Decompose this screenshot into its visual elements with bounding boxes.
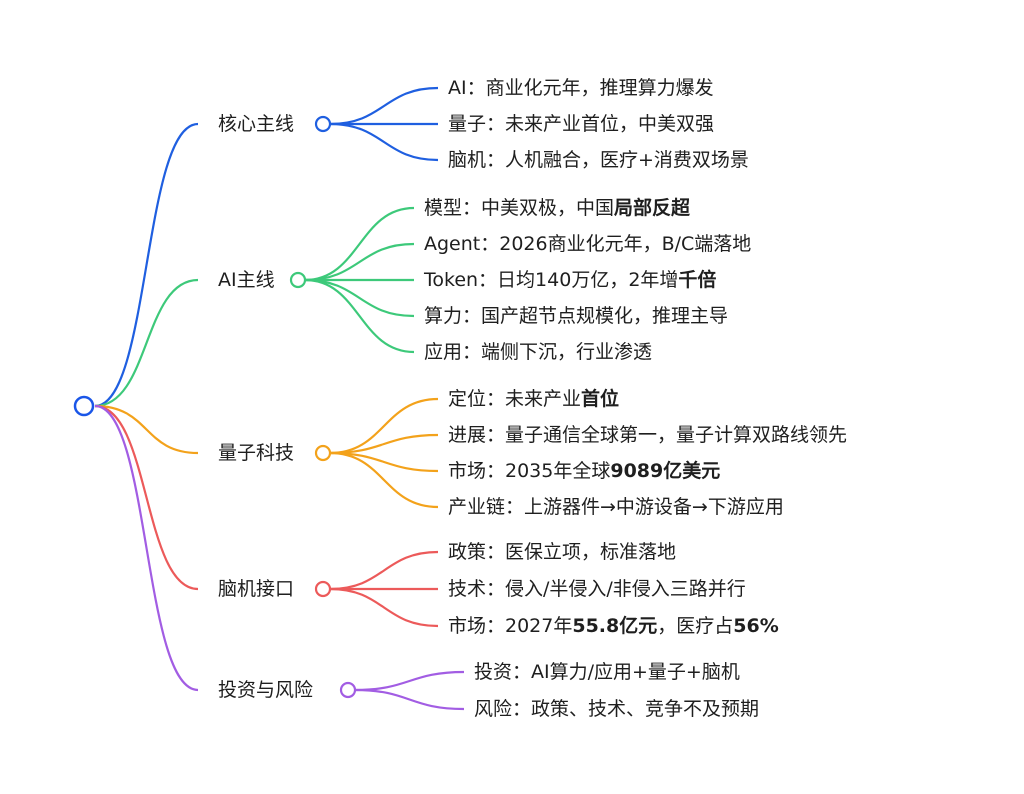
leaf-text-ai-0-1: 局部反超 [614, 197, 691, 219]
leaf-link-invest-0 [354, 670, 465, 692]
branch-label-ai: AI主线 [218, 269, 275, 291]
leaf-label-ai-2: Token：日均140万亿，2年增千倍 [424, 268, 716, 292]
branch-label-quantum: 量子科技 [218, 442, 295, 464]
branch-label-bci: 脑机接口 [218, 578, 295, 600]
leaf-text-quantum-0-0: 定位：未来产业 [448, 388, 582, 410]
trunk-link-quantum [94, 404, 199, 455]
leaf-text-invest-0-0: 投资：AI算力/应用+量子+脑机 [474, 661, 740, 683]
leaf-label-invest-1: 风险：政策、技术、竞争不及预期 [474, 697, 759, 721]
leaf-text-ai-0-0: 模型：中美双极，中国 [424, 197, 615, 219]
leaf-link-ai-1 [304, 242, 415, 282]
leaf-text-bci-2-1: 55.8亿元 [572, 615, 658, 637]
leaf-text-ai-2-1: 千倍 [678, 269, 717, 291]
leaf-label-core-0: AI：商业化元年，推理算力爆发 [448, 76, 714, 100]
leaf-text-bci-2-0: 市场：2027年 [448, 615, 573, 637]
leaf-text-bci-0-0: 政策：医保立项，标准落地 [448, 541, 677, 563]
leaf-label-bci-0: 政策：医保立项，标准落地 [448, 540, 676, 564]
leaf-label-quantum-3: 产业链：上游器件→中游设备→下游应用 [448, 495, 784, 519]
trunk-link-ai [94, 278, 199, 408]
leaf-text-core-0-0: AI：商业化元年，推理算力爆发 [448, 77, 714, 99]
branch-label-invest: 投资与风险 [218, 679, 314, 701]
trunk-link-bci [94, 404, 199, 591]
leaf-label-core-2: 脑机：人机融合，医疗+消费双场景 [448, 148, 749, 172]
leaf-label-quantum-1: 进展：量子通信全球第一，量子计算双路线领先 [448, 423, 847, 447]
leaf-label-core-1: 量子：未来产业首位，中美双强 [448, 112, 714, 136]
leaf-link-quantum-1 [329, 433, 439, 455]
leaf-text-quantum-3-0: 产业链：上游器件→中游设备→下游应用 [448, 496, 784, 518]
branch-node-ai[interactable] [289, 271, 307, 289]
branch-label-core: 核心主线 [218, 113, 295, 135]
leaf-text-ai-2-0: Token：日均140万亿，2年增 [424, 269, 679, 291]
leaf-label-ai-4: 应用：端侧下沉，行业渗透 [424, 340, 652, 364]
trunk-link-core [94, 122, 199, 408]
leaf-text-bci-1-0: 技术：侵入/半侵入/非侵入三路并行 [448, 578, 746, 600]
leaf-label-invest-0: 投资：AI算力/应用+量子+脑机 [474, 660, 740, 684]
leaf-text-bci-2-2: ，医疗占 [657, 615, 734, 637]
leaf-link-bci-2 [329, 587, 439, 628]
leaf-text-core-2-0: 脑机：人机融合，医疗+消费双场景 [448, 149, 749, 171]
branch-node-invest[interactable] [339, 681, 357, 699]
leaf-label-bci-2: 市场：2027年55.8亿元，医疗占56% [448, 614, 779, 638]
leaf-text-ai-4-0: 应用：端侧下沉，行业渗透 [424, 341, 653, 363]
leaf-label-ai-0: 模型：中美双极，中国局部反超 [424, 196, 690, 220]
branch-node-quantum[interactable] [314, 444, 332, 462]
leaf-link-ai-3 [304, 278, 415, 318]
leaf-link-quantum-2 [329, 451, 439, 473]
leaf-link-ai-4 [304, 278, 415, 354]
leaf-link-core-0 [329, 86, 439, 126]
leaf-link-bci-0 [329, 550, 439, 591]
leaf-label-quantum-0: 定位：未来产业首位 [448, 387, 619, 411]
leaf-text-ai-3-0: 算力：国产超节点规模化，推理主导 [424, 305, 729, 327]
leaf-text-bci-2-3: 56% [733, 615, 779, 637]
leaf-text-quantum-0-1: 首位 [581, 388, 620, 410]
branch-node-bci[interactable] [314, 580, 332, 598]
leaf-label-ai-1: Agent：2026商业化元年，B/C端落地 [424, 232, 751, 256]
leaf-label-bci-1: 技术：侵入/半侵入/非侵入三路并行 [448, 577, 746, 601]
leaf-link-invest-1 [354, 688, 465, 711]
branch-node-core[interactable] [314, 115, 332, 133]
leaf-link-core-2 [329, 122, 439, 162]
trunk-link-invest [94, 404, 199, 692]
leaf-text-ai-1-0: Agent：2026商业化元年，B/C端落地 [424, 233, 752, 255]
leaf-text-quantum-2-0: 市场：2035年全球 [448, 460, 611, 482]
leaf-label-quantum-2: 市场：2035年全球9089亿美元 [448, 459, 720, 483]
leaf-label-ai-3: 算力：国产超节点规模化，推理主导 [424, 304, 728, 328]
leaf-text-quantum-2-1: 9089亿美元 [610, 460, 721, 482]
leaf-link-quantum-3 [329, 451, 439, 509]
leaf-link-quantum-0 [329, 397, 439, 455]
leaf-text-quantum-1-0: 进展：量子通信全球第一，量子计算双路线领先 [448, 424, 848, 446]
leaf-text-invest-1-0: 风险：政策、技术、竞争不及预期 [474, 698, 760, 720]
root-node[interactable] [73, 395, 95, 417]
leaf-text-core-1-0: 量子：未来产业首位，中美双强 [448, 113, 715, 135]
leaf-link-ai-0 [304, 206, 415, 282]
